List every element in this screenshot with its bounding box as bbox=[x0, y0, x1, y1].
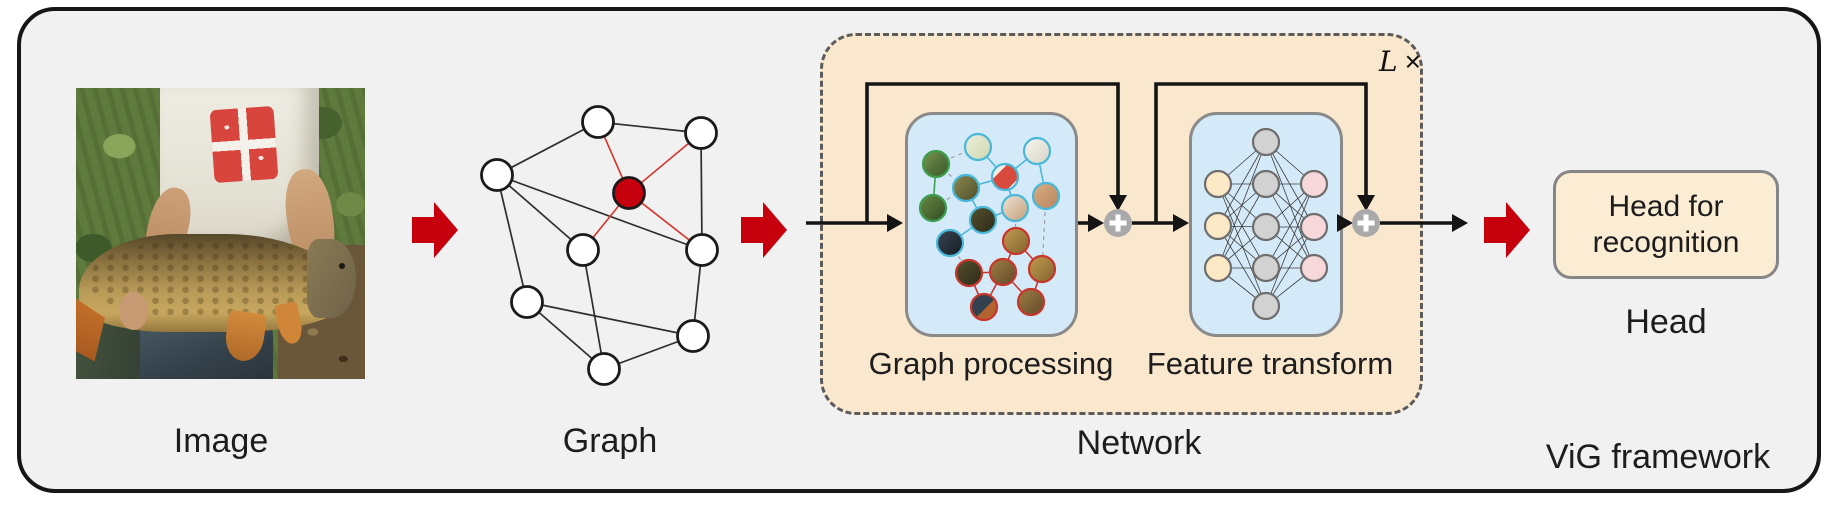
loop-count-label: L× bbox=[1379, 45, 1421, 78]
head-label: Head bbox=[1625, 303, 1707, 341]
vig-framework-label: ViG framework bbox=[1545, 438, 1771, 476]
photo-red-logo bbox=[209, 106, 278, 184]
graph-processing-box bbox=[905, 112, 1078, 337]
head-box: Head for recognition bbox=[1553, 170, 1779, 279]
photo-hand bbox=[119, 291, 149, 330]
photo-carp-head bbox=[307, 239, 357, 318]
feature-transform-label: Feature transform bbox=[1146, 346, 1394, 381]
loop-variable: L bbox=[1379, 45, 1398, 78]
head-box-line1: Head for bbox=[1608, 189, 1724, 223]
graph-label: Graph bbox=[562, 422, 658, 460]
feature-transform-box bbox=[1189, 112, 1343, 337]
photo-carp-eye bbox=[338, 262, 345, 269]
times-symbol: × bbox=[1404, 46, 1421, 77]
network-label: Network bbox=[1076, 424, 1202, 462]
graph-processing-label: Graph processing bbox=[868, 346, 1114, 381]
head-box-line2: recognition bbox=[1592, 225, 1740, 259]
input-photo bbox=[76, 88, 365, 379]
image-label: Image bbox=[173, 422, 269, 460]
